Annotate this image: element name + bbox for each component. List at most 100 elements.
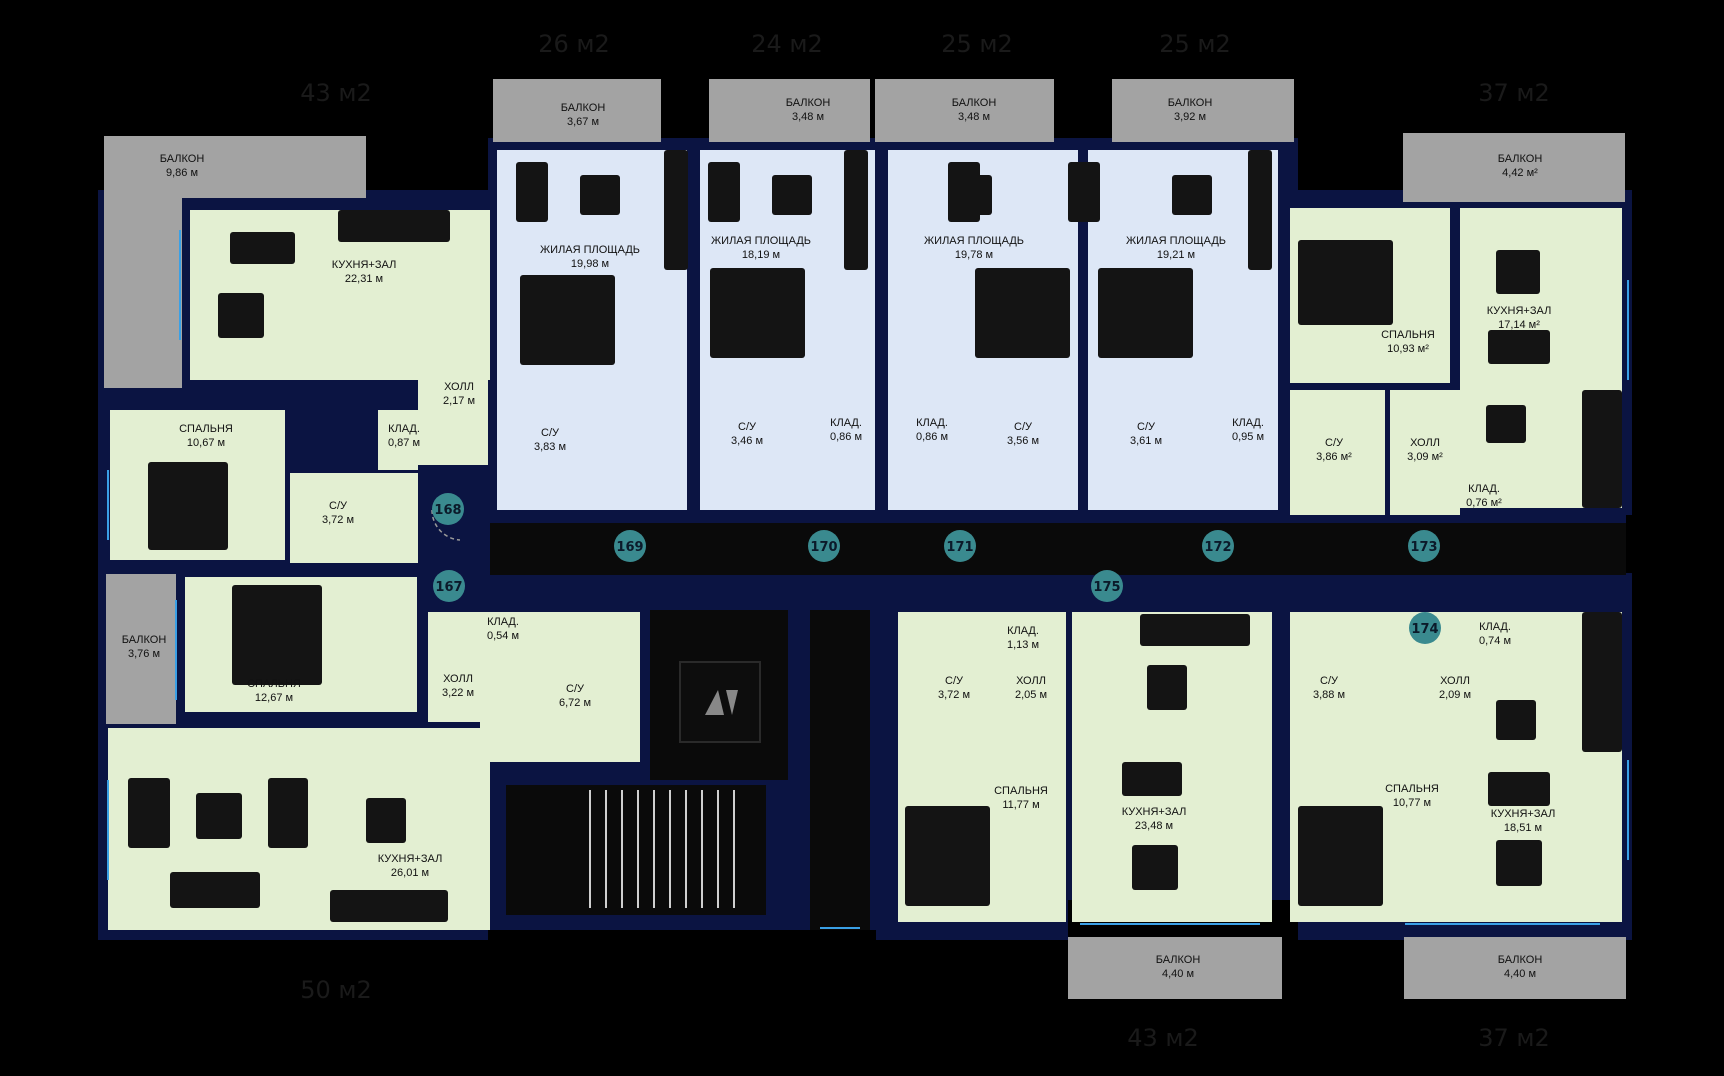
kitchen-counter-icon — [1140, 614, 1250, 646]
door-circle-174[interactable] — [1409, 612, 1441, 644]
room-name-r10: БАЛКОН — [786, 97, 831, 109]
door-badge-174[interactable]: 174 — [1409, 612, 1441, 644]
stairs — [589, 790, 735, 908]
room-area-r1: 9,86 м — [166, 167, 198, 179]
room-name-r44: КУХНЯ+ЗАЛ — [1491, 808, 1556, 820]
room-area-r12: 3,46 м — [731, 435, 763, 447]
bed-icon — [975, 268, 1070, 358]
door-circle-168[interactable] — [432, 493, 464, 525]
room-name-r24: КУХНЯ+ЗАЛ — [1487, 305, 1552, 317]
balcony-left-top — [104, 136, 366, 388]
kitchen-counter-icon — [1248, 150, 1272, 270]
table-icon — [366, 798, 406, 843]
room-name-r23: СПАЛЬНЯ — [1381, 329, 1435, 341]
room-name-r20: С/У — [1137, 421, 1156, 433]
sofa-icon — [1122, 762, 1182, 796]
room-name-r11: ЖИЛАЯ ПЛОЩАДЬ — [711, 235, 811, 247]
sofa-icon — [1488, 330, 1550, 364]
room-area-r45: 4,40 м — [1504, 968, 1536, 980]
room-area-r36: 2,05 м — [1015, 689, 1047, 701]
room-name-r12: С/У — [738, 421, 757, 433]
balcony-bottom-37 — [1404, 937, 1626, 999]
door-circle-169[interactable] — [614, 530, 646, 562]
room-area-r40: 0,74 м — [1479, 635, 1511, 647]
floor-r6 — [290, 473, 418, 563]
bed-icon — [905, 806, 990, 906]
room-area-r41: 3,88 м — [1313, 689, 1345, 701]
bed-icon — [1098, 268, 1193, 358]
door-badges[interactable]: 168 169 170 171 172 173 167 175 — [431, 493, 1441, 644]
room-name-r7: БАЛКОН — [561, 102, 606, 114]
unit-area-u_left_43: 43 м2 — [300, 79, 372, 107]
door-circle-172[interactable] — [1202, 530, 1234, 562]
room-area-r39: 4,40 м — [1162, 968, 1194, 980]
room-name-r39: БАЛКОН — [1156, 954, 1201, 966]
table-icon — [1172, 175, 1212, 215]
door-badge-168[interactable]: 168 — [431, 493, 464, 541]
room-name-r43: СПАЛЬНЯ — [1385, 783, 1439, 795]
table-icon — [1147, 665, 1187, 710]
door-number-170: 170 — [810, 540, 837, 555]
door-number-171: 171 — [946, 540, 973, 555]
table-icon — [1132, 845, 1178, 890]
room-area-r27: 0,76 м² — [1466, 497, 1502, 509]
door-badge-169[interactable]: 169 — [614, 530, 646, 562]
room-area-r32: 6,72 м — [559, 697, 591, 709]
room-area-r17: 3,56 м — [1007, 435, 1039, 447]
room-name-r30: КЛАД. — [487, 616, 519, 628]
door-number-169: 169 — [616, 540, 643, 555]
room-name-r32: С/У — [566, 683, 585, 695]
balcony-left-mid — [106, 574, 176, 724]
room-name-r1: БАЛКОН — [160, 153, 205, 165]
room-area-r18: 3,92 м — [1174, 111, 1206, 123]
door-badge-167[interactable]: 167 — [433, 570, 465, 602]
unit-area-u_right_37: 37 м2 — [1478, 79, 1550, 107]
room-name-r21: КЛАД. — [1232, 417, 1264, 429]
door-badge-172[interactable]: 172 — [1202, 530, 1234, 562]
table-icon — [580, 175, 620, 215]
room-name-r5: КЛАД. — [388, 423, 420, 435]
room-name-r40: КЛАД. — [1479, 621, 1511, 633]
room-name-r31: ХОЛЛ — [443, 673, 473, 685]
bed-icon — [232, 585, 322, 685]
room-name-r17: С/У — [1014, 421, 1033, 433]
room-area-r7: 3,67 м — [567, 116, 599, 128]
table-icon — [218, 293, 264, 338]
room-name-r8: ЖИЛАЯ ПЛОЩАДЬ — [540, 244, 640, 256]
door-badge-173[interactable]: 173 — [1408, 530, 1440, 562]
door-circle-171[interactable] — [944, 530, 976, 562]
room-area-r43: 10,77 м — [1393, 797, 1431, 809]
unit-area-u_top_24: 24 м2 — [751, 30, 823, 58]
room-area-r15: 19,78 м — [955, 249, 993, 261]
floor-r5 — [378, 410, 418, 470]
door-badge-171[interactable]: 171 — [944, 530, 976, 562]
door-circle-170[interactable] — [808, 530, 840, 562]
room-name-r9: С/У — [541, 427, 560, 439]
room-area-r16: 0,86 м — [916, 431, 948, 443]
door-badge-175[interactable]: 175 — [1091, 570, 1123, 602]
room-name-r3: ХОЛЛ — [444, 381, 474, 393]
room-area-r34: 1,13 м — [1007, 639, 1039, 651]
unit-area-labels: 26 м2 24 м2 25 м2 25 м2 43 м2 37 м2 50 м… — [300, 30, 1550, 1052]
door-circle-173[interactable] — [1408, 530, 1440, 562]
door-circle-175[interactable] — [1091, 570, 1123, 602]
door-number-167: 167 — [435, 580, 462, 595]
kitchen-counter-icon — [330, 890, 448, 922]
door-number-172: 172 — [1204, 540, 1231, 555]
door-badge-170[interactable]: 170 — [808, 530, 840, 562]
door-circle-167[interactable] — [433, 570, 465, 602]
room-area-r30: 0,54 м — [487, 630, 519, 642]
room-name-r28: БАЛКОН — [122, 634, 167, 646]
room-area-r20: 3,61 м — [1130, 435, 1162, 447]
kitchen-counter-icon — [1582, 612, 1622, 752]
room-area-r9: 3,83 м — [534, 441, 566, 453]
room-area-r25: 3,86 м² — [1316, 451, 1352, 463]
room-area-r22: 4,42 м² — [1502, 167, 1538, 179]
sofa-icon — [268, 778, 308, 848]
unit-area-u_bottom_43: 43 м2 — [1127, 1024, 1199, 1052]
elevator-icon-left — [705, 690, 724, 715]
bed-icon — [1298, 240, 1393, 325]
room-area-r14: 3,48 м — [958, 111, 990, 123]
room-area-r35: 3,72 м — [938, 689, 970, 701]
